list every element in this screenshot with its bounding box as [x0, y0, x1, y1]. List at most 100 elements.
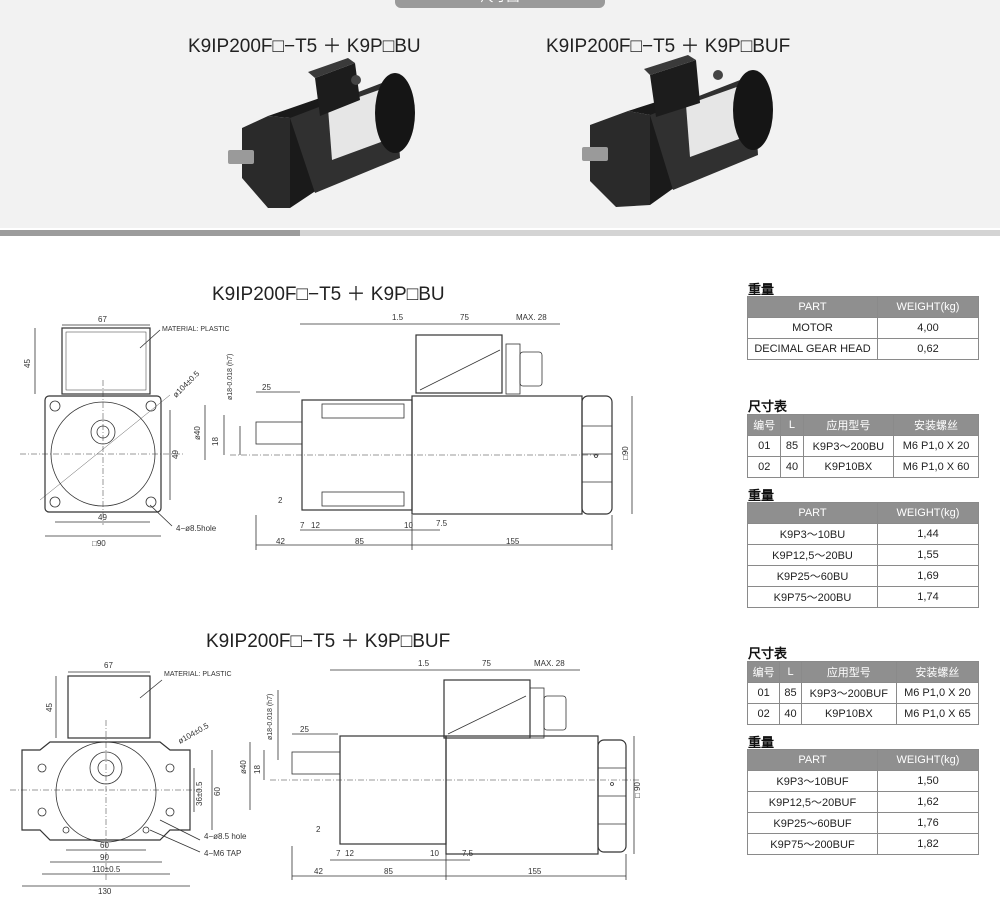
weight1-header-weight: WEIGHT(kg): [877, 296, 979, 318]
cell: 4,00: [877, 317, 979, 339]
dim2-1-5: 1.5: [418, 659, 430, 668]
size2-header-no: 编号: [746, 661, 781, 683]
cell: K9P12,5～20BUF: [747, 791, 878, 813]
dim2-90-vertical: □ 90: [633, 781, 642, 798]
dim-7-5: 7.5: [436, 519, 448, 528]
dim-2: 2: [278, 496, 283, 505]
dim-7: 7: [300, 521, 305, 530]
section-divider: [0, 230, 1000, 236]
drawing1-title: K9IP200F□−T5 ＋ K9P□BU: [212, 284, 445, 305]
dim2-42: 42: [314, 867, 323, 876]
drawing2-title: K9IP200F□−T5 ＋ K9P□BUF: [206, 631, 451, 652]
cell: MOTOR: [747, 317, 878, 339]
dim2-67: 67: [104, 661, 113, 670]
dim-90-vertical: □90: [621, 446, 630, 460]
cell: K9P75～200BU: [747, 586, 878, 608]
dim-hole: 4−ø8.5hole: [176, 524, 217, 533]
cell: K9P3～10BU: [747, 523, 878, 545]
dim-104: ø104±0.5: [171, 369, 202, 400]
size2-header-model: 应用型号: [800, 661, 897, 683]
motor-photo-right: [582, 55, 773, 207]
dim2-hole: 4−ø8.5 hole: [204, 832, 247, 841]
photo-title-left: K9IP200F□−T5 ＋ K9P□BU: [188, 36, 421, 57]
dim2-40: ø40: [239, 760, 248, 774]
dim2-max-28: MAX. 28: [534, 659, 565, 668]
weight1-title: 重量: [748, 282, 775, 297]
size1-header-model: 应用型号: [802, 414, 895, 436]
size2-title: 尺寸表: [748, 646, 788, 661]
cell: K9P10BX: [800, 703, 897, 725]
cell: 1,82: [877, 833, 979, 855]
cell: 1,76: [877, 812, 979, 834]
dim-45: 45: [23, 359, 32, 368]
dim2-7: 7: [336, 849, 341, 858]
dim2-shaft-18: ø18-0.018 (h7): [267, 694, 274, 740]
dim2-tap: 4−M6 TAP: [204, 849, 241, 858]
cell: K9P10BX: [802, 456, 895, 478]
dim2-7-5: 7.5: [462, 849, 474, 858]
product-photo-band: [0, 0, 1000, 228]
cell: 01: [746, 682, 781, 704]
dim2-90: 90: [100, 853, 109, 862]
cell: M6 P1,0 X 20: [895, 682, 980, 704]
dimension-drawing-bu: 67 MATERIAL: PLASTIC 45 ø104±0.5 49 49 4…: [20, 313, 633, 550]
size2-header-l: L: [779, 661, 802, 683]
cell: K9P75～200BUF: [747, 833, 878, 855]
size1-header-screw: 安装螺丝: [893, 414, 979, 436]
cell: K9P25～60BU: [747, 565, 878, 587]
weight3-title: 重量: [748, 735, 775, 750]
size2-header-screw: 安装螺丝: [895, 661, 980, 683]
dim2-60: 60: [100, 841, 109, 850]
weight1-header-part: PART: [747, 296, 878, 318]
cell: 85: [780, 435, 804, 457]
cell: 40: [780, 456, 804, 478]
dim2-60-vertical: 60: [213, 787, 222, 796]
section-tab: 尺寸图: [395, 0, 605, 8]
weight2-title: 重量: [748, 488, 775, 503]
dim2-130: 130: [98, 887, 112, 896]
cell: 1,44: [877, 523, 979, 545]
cell: 01: [746, 435, 782, 457]
weight3-header-weight: WEIGHT(kg): [877, 749, 979, 771]
dim-material: MATERIAL: PLASTIC: [162, 326, 230, 333]
dim2-25: 25: [300, 725, 309, 734]
dim-12: 12: [311, 521, 320, 530]
dim2-material: MATERIAL: PLASTIC: [164, 671, 232, 678]
weight3-header-part: PART: [747, 749, 878, 771]
cell: K9P12,5～20BU: [747, 544, 878, 566]
cell: K9P3～200BUF: [800, 682, 897, 704]
cell: 02: [746, 456, 782, 478]
cell: 85: [779, 682, 802, 704]
dim-shaft-18: ø18-0.018 (h7): [227, 354, 234, 400]
weight2-header-part: PART: [747, 502, 878, 524]
cell: K9P25～60BUF: [747, 812, 878, 834]
dim-square-90: □90: [92, 539, 106, 548]
cell: 02: [746, 703, 781, 725]
dim2-110: 110±0.5: [92, 865, 121, 874]
dim-75: 75: [460, 313, 469, 322]
cell: M6 P1,0 X 20: [893, 435, 979, 457]
dim2-12: 12: [345, 849, 354, 858]
dim2-75: 75: [482, 659, 491, 668]
cell: K9P3～200BU: [802, 435, 895, 457]
dim-25: 25: [262, 383, 271, 392]
dim2-36: 36±0.5: [195, 781, 204, 806]
dim-1-5: 1.5: [392, 313, 404, 322]
dim-49-horizontal: 49: [98, 513, 107, 522]
cell: 40: [779, 703, 802, 725]
dim-10: 10: [404, 521, 413, 530]
dim2-104: ø104±0.5: [177, 721, 211, 746]
dim2-155: 155: [528, 867, 542, 876]
